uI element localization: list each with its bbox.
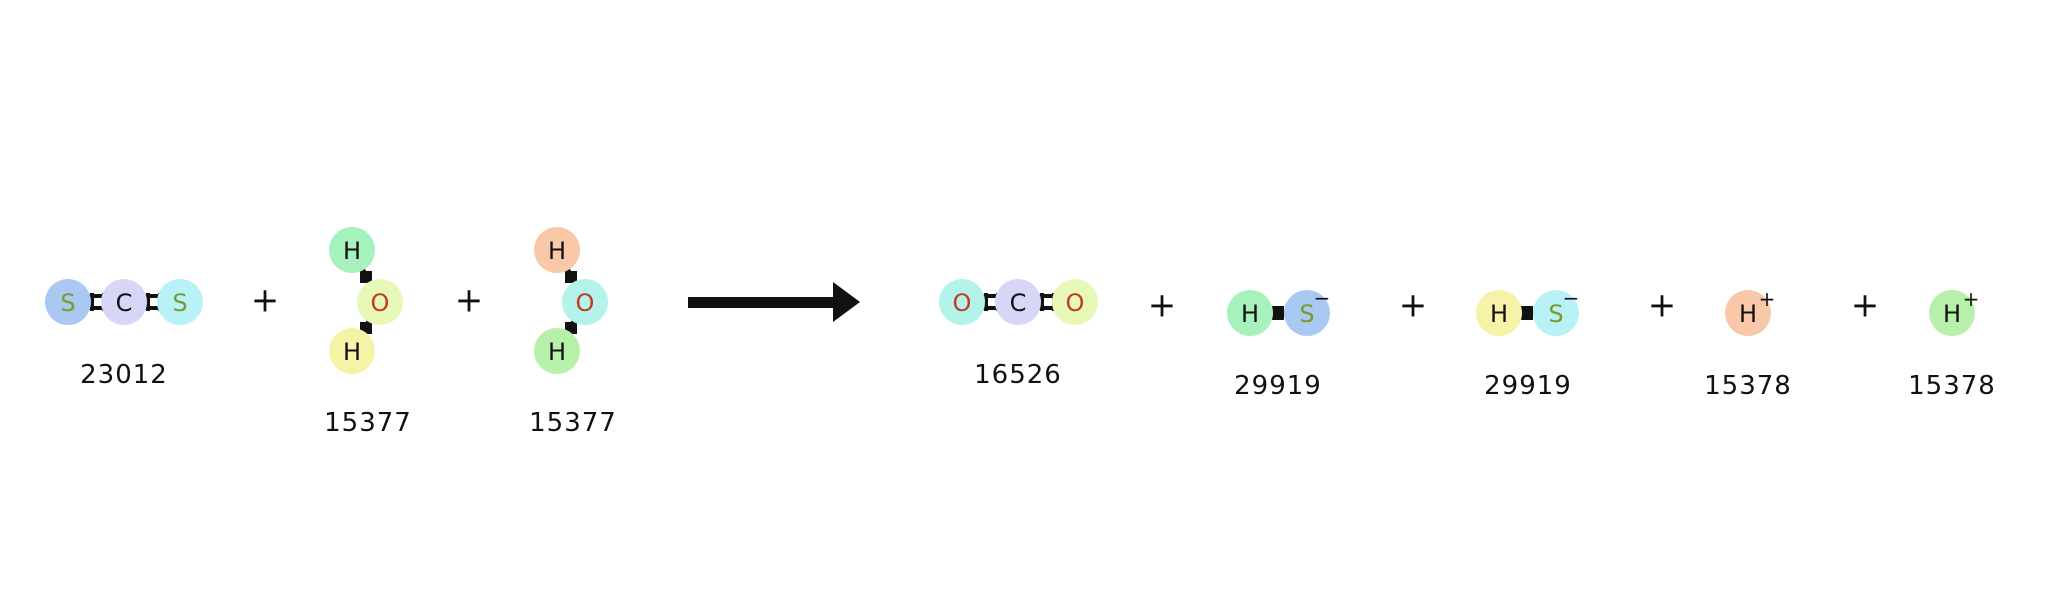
plus-sign: +	[1648, 286, 1677, 326]
atom-circle	[45, 279, 91, 325]
atom-label: O	[371, 289, 390, 317]
atom-label: S	[172, 289, 187, 317]
atom-label: H	[1490, 300, 1508, 328]
charge-label: −	[1563, 286, 1580, 310]
atom-label: O	[576, 289, 595, 317]
atom-label: H	[548, 237, 566, 265]
charge-label: +	[1963, 287, 1980, 311]
plus-sign: +	[251, 281, 280, 321]
molecule-15378: H + 15378	[1704, 287, 1792, 401]
atom-label: O	[1066, 289, 1085, 317]
atom-circle	[1052, 279, 1098, 325]
molecule-15378: H + 15378	[1908, 287, 1996, 401]
atom-label: H	[548, 338, 566, 366]
atom-circle	[1476, 290, 1522, 336]
molecule-15377: H O H 15377	[324, 227, 412, 438]
charge-label: +	[1759, 287, 1776, 311]
atom-circle	[329, 328, 375, 374]
atom-label: H	[343, 338, 361, 366]
atom-label: C	[1010, 289, 1027, 317]
plus-sign: +	[1399, 286, 1428, 326]
atom-circle	[1533, 290, 1579, 336]
molecule-15377: H O H 15377	[529, 227, 617, 438]
atom-circle	[995, 279, 1041, 325]
atom-circle	[562, 279, 608, 325]
bond-marker	[1272, 306, 1284, 320]
molecule-id-label: 29919	[1234, 371, 1322, 401]
molecule-id-label: 15377	[529, 408, 617, 438]
atom-circle	[1284, 290, 1330, 336]
atom-label: C	[116, 289, 133, 317]
atom-circle	[534, 328, 580, 374]
atom-circle	[1725, 290, 1771, 336]
atom-circle	[101, 279, 147, 325]
molecule-id-label: 15378	[1704, 371, 1792, 401]
plus-sign: +	[1851, 286, 1880, 326]
charge-label: −	[1314, 286, 1331, 310]
molecule-29919: H S − 29919	[1227, 286, 1330, 401]
molecule-id-label: 16526	[974, 360, 1062, 390]
atom-label: H	[1739, 300, 1757, 328]
molecule-id-label: 23012	[80, 360, 168, 390]
atom-label: S	[1299, 300, 1314, 328]
molecule-id-label: 29919	[1484, 371, 1572, 401]
reaction-arrow	[688, 282, 860, 322]
plus-sign: +	[1148, 286, 1177, 326]
atom-label: H	[343, 237, 361, 265]
molecule-29919: H S − 29919	[1476, 286, 1579, 401]
atom-label: S	[60, 289, 75, 317]
atom-label: H	[1943, 300, 1961, 328]
atom-circle	[329, 227, 375, 273]
bond-marker	[1521, 306, 1533, 320]
atom-label: S	[1548, 300, 1563, 328]
molecule-16526: O C O 16526	[939, 279, 1098, 390]
atom-circle	[534, 227, 580, 273]
atom-label: H	[1241, 300, 1259, 328]
molecule-23012: S C S 23012	[45, 279, 203, 390]
atom-circle	[939, 279, 985, 325]
atom-circle	[1227, 290, 1273, 336]
molecule-id-label: 15377	[324, 408, 412, 438]
plus-sign: +	[455, 281, 484, 321]
atom-circle	[157, 279, 203, 325]
molecule-id-label: 15378	[1908, 371, 1996, 401]
atom-circle	[357, 279, 403, 325]
atom-label: O	[953, 289, 972, 317]
atom-circle	[1929, 290, 1975, 336]
